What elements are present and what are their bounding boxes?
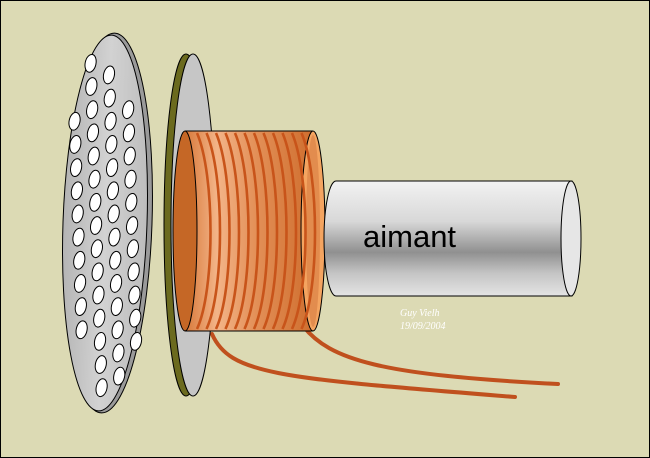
grille-hole bbox=[88, 169, 101, 189]
coil-turn bbox=[214, 132, 231, 330]
grille-hole bbox=[68, 111, 81, 131]
grille-hole bbox=[125, 192, 138, 212]
grille-hole bbox=[122, 123, 136, 143]
lead-wire-lower bbox=[210, 332, 517, 399]
grille-hole bbox=[122, 100, 135, 120]
grille-hole bbox=[90, 239, 103, 259]
grille-hole bbox=[106, 158, 119, 177]
coil-turn bbox=[205, 132, 222, 330]
grille-hole bbox=[109, 274, 123, 293]
grille-hole bbox=[89, 192, 102, 212]
grille-hole bbox=[127, 262, 140, 282]
coil bbox=[172, 130, 326, 332]
grille-hole bbox=[86, 123, 100, 143]
coil-turn bbox=[281, 132, 298, 330]
grille-hole bbox=[129, 331, 143, 351]
grille-hole bbox=[71, 204, 84, 224]
coil-turn bbox=[262, 132, 279, 330]
grille-hole bbox=[70, 158, 83, 177]
grille-hole bbox=[111, 320, 124, 340]
grille-hole bbox=[73, 250, 86, 270]
coil-turn bbox=[252, 132, 269, 330]
grille-hole bbox=[93, 331, 107, 351]
grille-hole bbox=[75, 320, 88, 340]
grille-hole bbox=[109, 250, 122, 270]
grille bbox=[62, 32, 153, 414]
coil-turn bbox=[290, 132, 307, 330]
coil-turn bbox=[271, 132, 288, 330]
grille-hole bbox=[102, 65, 116, 85]
grille-hole bbox=[110, 297, 123, 316]
signature-name: Guy Vielh bbox=[400, 308, 440, 319]
coil-turns bbox=[195, 132, 317, 330]
grille-hole bbox=[70, 181, 84, 201]
coil-turn bbox=[233, 132, 250, 330]
grille-hole bbox=[89, 216, 103, 235]
magnet bbox=[323, 180, 582, 297]
grille-hole bbox=[94, 355, 107, 374]
grille-holes bbox=[68, 53, 143, 398]
coil-turn bbox=[224, 132, 241, 330]
grille-hole bbox=[95, 378, 108, 398]
grille-hole bbox=[91, 262, 104, 282]
grille-hole bbox=[105, 135, 118, 154]
grille-hole bbox=[108, 227, 121, 247]
grille-hole bbox=[69, 135, 82, 154]
grille-hole bbox=[104, 111, 117, 131]
grille-hole bbox=[126, 239, 139, 259]
grille-hole bbox=[84, 53, 97, 73]
grille-hole bbox=[125, 216, 139, 235]
grille-hole bbox=[123, 146, 136, 166]
grille-hole bbox=[87, 146, 100, 166]
grille-hole bbox=[124, 169, 137, 189]
grille-hole bbox=[129, 308, 142, 328]
grille-hole bbox=[113, 366, 126, 386]
grille-hole bbox=[73, 274, 87, 293]
grille-hole bbox=[72, 227, 85, 247]
grille-hole bbox=[106, 181, 120, 201]
coil-turn bbox=[243, 132, 260, 330]
lead-wire-upper bbox=[301, 324, 560, 386]
grille-hole bbox=[92, 285, 105, 305]
magnet-label: aimant bbox=[363, 219, 456, 254]
grille-hole bbox=[86, 100, 99, 120]
grille-hole bbox=[103, 88, 116, 108]
grille-hole bbox=[93, 308, 106, 328]
grille-hole bbox=[112, 343, 125, 363]
grille-hole bbox=[128, 285, 141, 305]
grille-hole bbox=[74, 297, 87, 316]
coil-turn bbox=[195, 132, 212, 330]
coil-turn bbox=[300, 132, 317, 330]
signature-date: 19/09/2004 bbox=[400, 321, 446, 332]
grille-hole bbox=[107, 204, 120, 224]
grille-hole bbox=[85, 77, 98, 96]
